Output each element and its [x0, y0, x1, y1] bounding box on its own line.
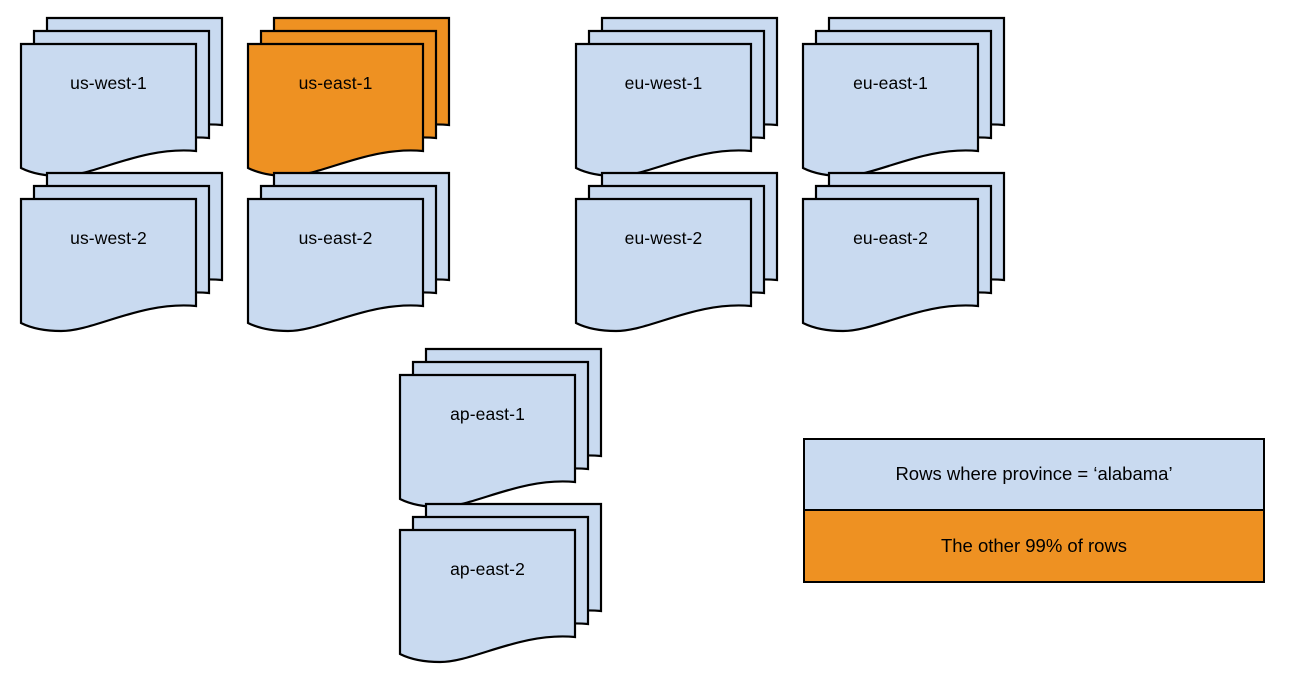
legend-row-label: Rows where province = ‘alabama’ [895, 463, 1173, 485]
legend: Rows where province = ‘alabama’ The other… [803, 438, 1265, 583]
document-stack-shape [398, 347, 603, 509]
document-stack-shape [801, 171, 1006, 333]
stack-sheet-1 [574, 197, 753, 333]
stack-sheet-1 [19, 42, 198, 178]
region-stack-us-east-1[interactable]: us-east-1 [246, 16, 451, 178]
region-stack-us-west-1[interactable]: us-west-1 [19, 16, 224, 178]
region-stack-eu-east-2[interactable]: eu-east-2 [801, 171, 1006, 333]
stack-sheet-1 [398, 373, 577, 509]
region-stack-us-east-2[interactable]: us-east-2 [246, 171, 451, 333]
stack-sheet-1 [246, 197, 425, 333]
legend-row-blue: Rows where province = ‘alabama’ [805, 440, 1263, 511]
stack-sheet-1 [801, 42, 980, 178]
document-stack-shape [574, 171, 779, 333]
region-stack-ap-east-2[interactable]: ap-east-2 [398, 502, 603, 664]
document-stack-shape [19, 171, 224, 333]
document-stack-shape [801, 16, 1006, 178]
document-stack-shape [246, 16, 451, 178]
region-stack-us-west-2[interactable]: us-west-2 [19, 171, 224, 333]
stack-sheet-1 [801, 197, 980, 333]
region-stack-eu-west-1[interactable]: eu-west-1 [574, 16, 779, 178]
document-stack-shape [246, 171, 451, 333]
legend-row-label: The other 99% of rows [940, 534, 1128, 556]
stack-sheet-1 [19, 197, 198, 333]
document-stack-shape [574, 16, 779, 178]
legend-row-orange: The other 99% of rows [805, 510, 1263, 581]
stack-sheet-1 [246, 42, 425, 178]
region-stack-eu-east-1[interactable]: eu-east-1 [801, 16, 1006, 178]
stack-sheet-1 [574, 42, 753, 178]
stack-sheet-1 [398, 528, 577, 664]
region-stack-eu-west-2[interactable]: eu-west-2 [574, 171, 779, 333]
document-stack-shape [19, 16, 224, 178]
document-stack-shape [398, 502, 603, 664]
region-stack-ap-east-1[interactable]: ap-east-1 [398, 347, 603, 509]
